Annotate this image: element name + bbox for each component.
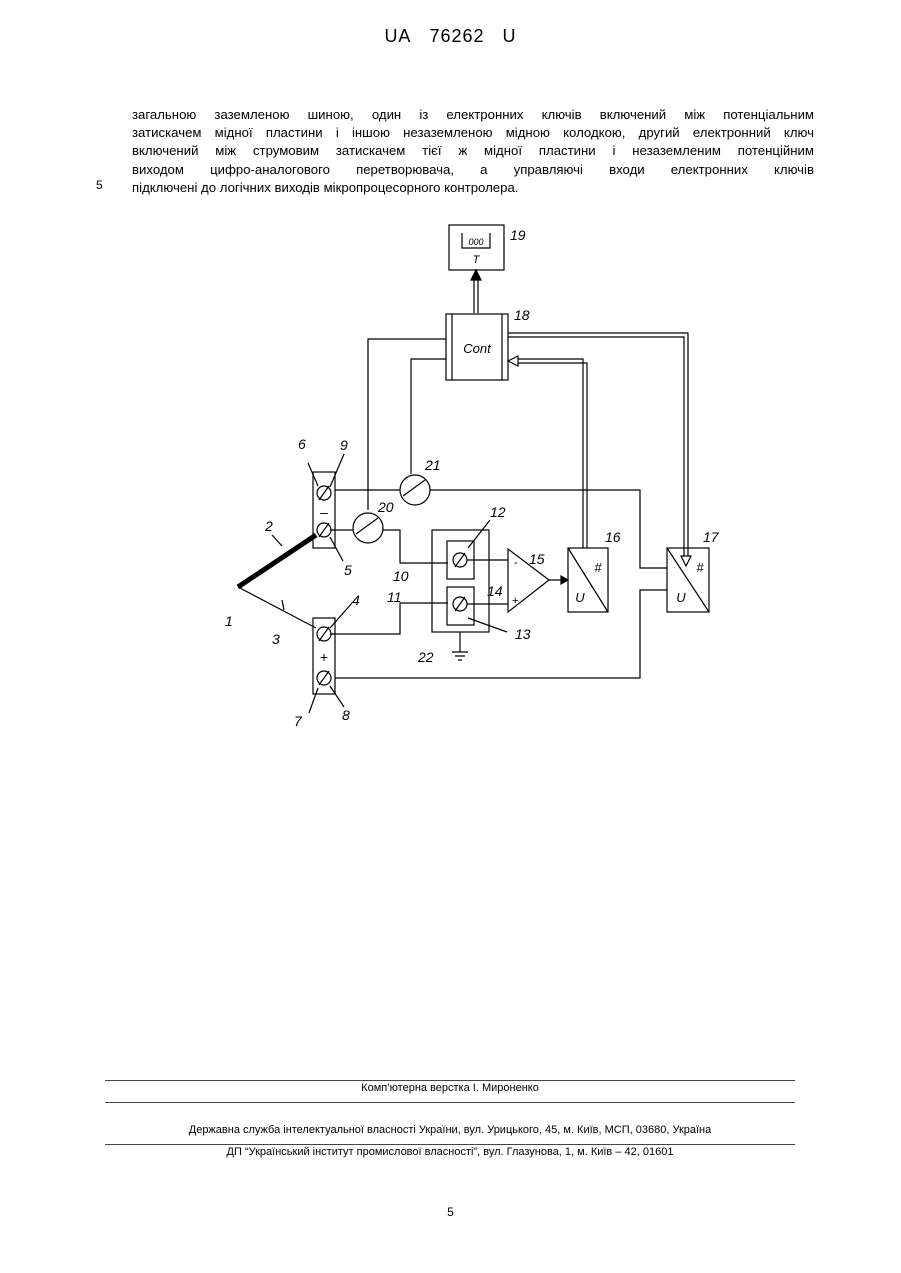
institute-address: ДП “Український інститут промислової вла… xyxy=(105,1146,795,1158)
converter-u: U xyxy=(575,590,585,605)
label-21: 21 xyxy=(424,457,441,473)
text-line: виходом цифро-аналогового перетворювача,… xyxy=(132,161,814,179)
amp-plus: + xyxy=(512,595,518,607)
label-22: 22 xyxy=(417,649,434,665)
label-1: 1 xyxy=(225,613,233,629)
footer-rule-middle xyxy=(105,1102,795,1103)
display-symbol: T xyxy=(473,254,481,266)
label-5: 5 xyxy=(344,562,352,578)
label-18: 18 xyxy=(514,307,530,323)
patent-number: 76262 xyxy=(429,26,484,46)
label-20: 20 xyxy=(377,499,394,515)
label-16: 16 xyxy=(605,529,621,545)
label-9: 9 xyxy=(340,437,348,453)
footer-rule-top xyxy=(105,1080,795,1081)
plus-sign: + xyxy=(320,649,328,665)
amp-minus: - xyxy=(514,557,518,569)
label-19: 19 xyxy=(510,227,526,243)
label-17: 17 xyxy=(703,529,720,545)
label-10: 10 xyxy=(393,568,409,584)
controller-block: Cont xyxy=(446,314,508,380)
description-paragraph: загальною заземленою шиною, один із елек… xyxy=(132,106,814,197)
line-number: 5 xyxy=(96,178,103,192)
converter-hash: # xyxy=(594,560,602,575)
label-15: 15 xyxy=(529,551,545,567)
label-13: 13 xyxy=(515,626,531,642)
circuit-diagram: 000 T Cont – + xyxy=(200,215,740,735)
patent-kind: U xyxy=(503,26,517,46)
converter-hash: # xyxy=(696,560,704,575)
text-line: затискачем мідної пластини і іншою незаз… xyxy=(132,124,814,142)
label-12: 12 xyxy=(490,504,506,520)
label-2: 2 xyxy=(264,518,273,534)
label-4: 4 xyxy=(352,592,360,608)
minus-sign: – xyxy=(320,504,328,520)
display-digits: 000 xyxy=(468,237,483,247)
patent-header: UA 76262 U xyxy=(0,26,901,47)
converter-u: U xyxy=(676,590,686,605)
text-line: включений між струмовим затискачем тієї … xyxy=(132,142,814,160)
reference-block xyxy=(432,530,489,632)
footer-rule-bottom xyxy=(105,1144,795,1145)
country-code: UA xyxy=(384,26,411,46)
display-block: 000 T xyxy=(449,225,504,270)
label-7: 7 xyxy=(294,713,303,729)
label-11: 11 xyxy=(387,589,402,605)
controller-label: Cont xyxy=(463,341,492,356)
label-8: 8 xyxy=(342,707,350,723)
page-number: 5 xyxy=(0,1205,901,1219)
layout-credit: Комп’ютерна верстка І. Мироненко xyxy=(105,1082,795,1094)
text-line: загальною заземленою шиною, один із елек… xyxy=(132,106,814,124)
office-address: Державна служба інтелектуальної власност… xyxy=(105,1124,795,1136)
terminal-block-positive: + xyxy=(313,618,335,694)
converter-16: # U xyxy=(568,548,608,612)
label-14: 14 xyxy=(487,583,503,599)
label-3: 3 xyxy=(272,631,280,647)
label-6: 6 xyxy=(298,436,306,452)
text-line: підключені до логічних виходів мікропроц… xyxy=(132,179,814,197)
